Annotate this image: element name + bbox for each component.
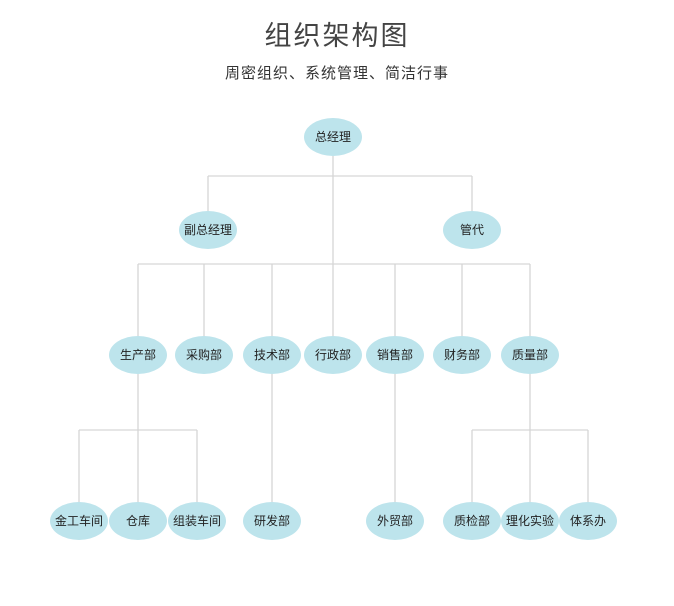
svg-text:销售部: 销售部 <box>377 347 413 362</box>
svg-text:外贸部: 外贸部 <box>377 513 413 528</box>
node-quality-inspection[interactable]: 质检部 <box>443 502 501 540</box>
connector-level3 <box>137 263 531 336</box>
node-deputy-gm[interactable]: 副总经理 <box>179 211 237 249</box>
svg-text:组装车间: 组装车间 <box>173 513 221 528</box>
node-lab[interactable]: 理化实验 <box>501 502 559 540</box>
svg-text:副总经理: 副总经理 <box>184 223 232 237</box>
chart-subtitle: 周密组织、系统管理、简洁行事 <box>224 64 449 82</box>
svg-text:财务部: 财务部 <box>444 347 480 362</box>
connectors <box>78 156 589 502</box>
svg-text:理化实验: 理化实验 <box>506 513 554 528</box>
svg-text:金工车间: 金工车间 <box>55 513 103 528</box>
svg-text:研发部: 研发部 <box>254 513 290 528</box>
chart-title: 组织架构图 <box>264 21 410 52</box>
node-finance[interactable]: 财务部 <box>433 336 491 374</box>
connector-production <box>78 374 198 502</box>
svg-text:行政部: 行政部 <box>315 347 351 362</box>
connector-quality <box>471 374 589 502</box>
svg-text:体系办: 体系办 <box>570 513 606 528</box>
node-foreign-trade[interactable]: 外贸部 <box>366 502 424 540</box>
svg-text:管代: 管代 <box>460 222 484 237</box>
node-rnd[interactable]: 研发部 <box>243 502 301 540</box>
node-purchasing[interactable]: 采购部 <box>175 336 233 374</box>
svg-text:采购部: 采购部 <box>186 347 222 362</box>
node-metalwork-workshop[interactable]: 金工车间 <box>50 502 108 540</box>
svg-text:总经理: 总经理 <box>315 130 351 144</box>
svg-text:仓库: 仓库 <box>126 513 150 528</box>
node-management-rep[interactable]: 管代 <box>443 211 501 249</box>
node-general-manager[interactable]: 总经理 <box>304 118 362 156</box>
svg-text:技术部: 技术部 <box>254 347 290 362</box>
node-system-office[interactable]: 体系办 <box>559 502 617 540</box>
svg-text:质检部: 质检部 <box>454 513 490 528</box>
node-sales[interactable]: 销售部 <box>366 336 424 374</box>
connector-root <box>207 156 473 264</box>
node-quality[interactable]: 质量部 <box>501 336 559 374</box>
svg-text:质量部: 质量部 <box>512 347 548 362</box>
node-technology[interactable]: 技术部 <box>243 336 301 374</box>
node-production[interactable]: 生产部 <box>109 336 167 374</box>
svg-text:生产部: 生产部 <box>120 347 156 362</box>
node-administration[interactable]: 行政部 <box>304 336 362 374</box>
node-warehouse[interactable]: 仓库 <box>109 502 167 540</box>
node-assembly-workshop[interactable]: 组装车间 <box>168 502 226 540</box>
